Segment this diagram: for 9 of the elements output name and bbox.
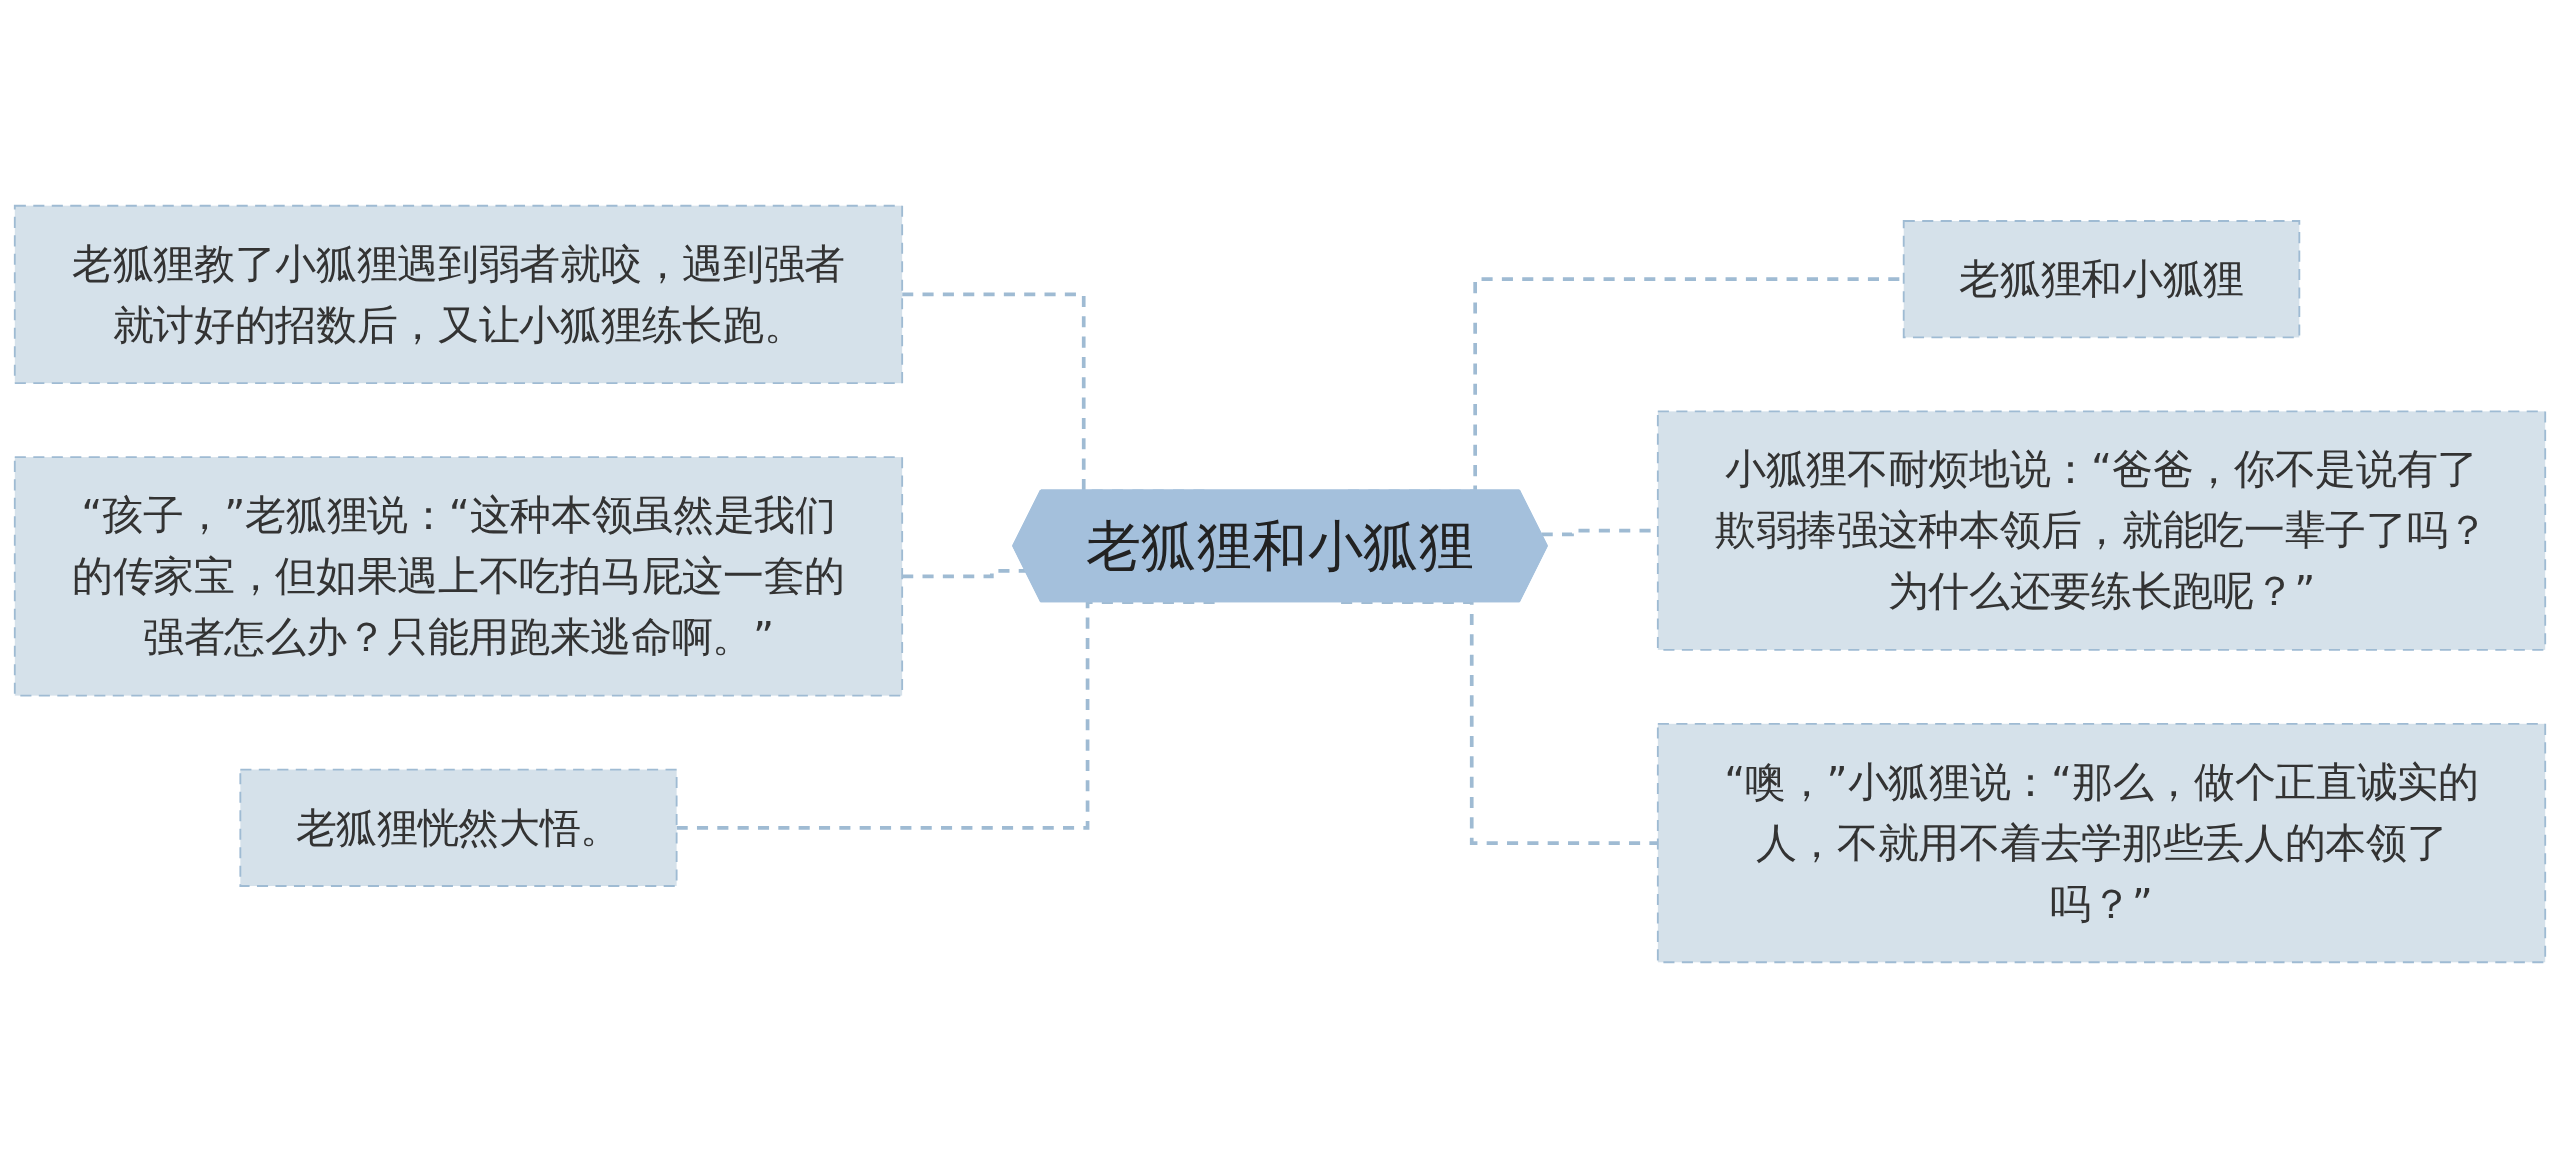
node-box: 老狐狸恍然大悟。 <box>239 768 678 887</box>
connector <box>902 569 1027 579</box>
node-box: 小狐狸不耐烦地说：“爸爸，你不是说有了欺弱捧强这种本领后，就能吃一辈子了吗？为什么还要练长跑呢？” <box>1656 410 2547 651</box>
node-box: “孩子，”老狐狸说：“这种本领虽然是我们的传家宝，但如果遇上不吃拍马屁这一套的强者怎么办？只能用跑来逃命啊。” <box>13 456 904 697</box>
node-box: “噢，”小狐狸说：“那么，做个正直诚实的人，不就用不着去学那些丢人的本领了吗？” <box>1656 722 2547 964</box>
connector <box>676 600 1218 830</box>
node-box: 老狐狸教了小狐狸遇到弱者就咬，遇到强者就讨好的招数后，又让小狐狸练长跑。 <box>13 204 904 385</box>
node-box: 老狐狸和小狐狸 <box>1902 220 2301 339</box>
connector <box>1341 600 1658 845</box>
